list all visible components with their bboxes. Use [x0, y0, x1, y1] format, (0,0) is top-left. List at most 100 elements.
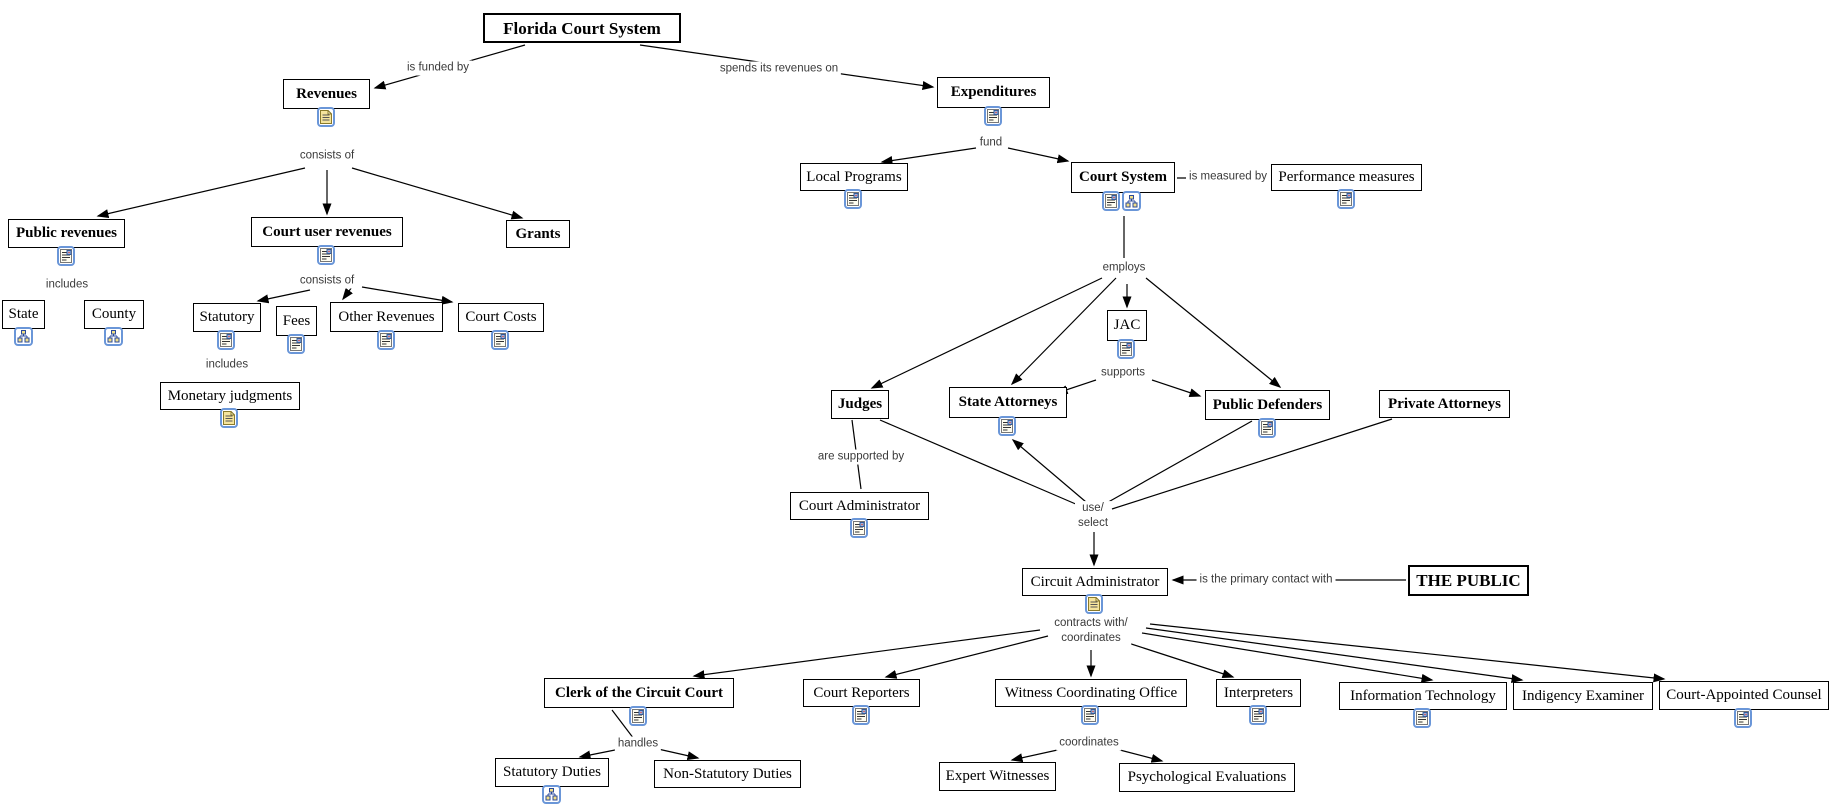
edge-line: [351, 167, 524, 220]
edge-line: [879, 419, 1079, 506]
image-resource-attachment-icon[interactable]: [851, 705, 870, 725]
edge-label-consists-of-revenues: consists of: [296, 148, 358, 164]
edge-line: [692, 629, 1041, 680]
node-circuit-administrator[interactable]: Circuit Administrator: [1022, 568, 1168, 596]
node-label: Information Technology: [1350, 687, 1496, 704]
edge-label-line: handles: [617, 737, 659, 750]
image-resource-attachment-icon[interactable]: [1257, 418, 1276, 438]
node-label: State Attorneys: [958, 394, 1058, 410]
edge-line: [1145, 277, 1282, 388]
image-resource-attachment-icon[interactable]: [1336, 189, 1355, 209]
node-court-system[interactable]: Court System: [1071, 162, 1175, 193]
node-grants[interactable]: Grants: [506, 220, 570, 248]
node-indigency-examiner[interactable]: Indigency Examiner: [1513, 682, 1653, 710]
text-note-attachment-icon[interactable]: [220, 408, 238, 428]
edge-label-line: is measured by: [1189, 170, 1267, 183]
node-court-administrator[interactable]: Court Administrator: [790, 492, 929, 520]
edge-label-is-the-primary-contact-with: is the primary contact with: [1196, 572, 1336, 588]
image-resource-attachment-icon[interactable]: [317, 245, 335, 265]
node-clerk-of-the-circuit-court[interactable]: Clerk of the Circuit Court: [544, 678, 734, 708]
attachment-icons: [316, 107, 335, 127]
node-the-public[interactable]: THE PUBLIC: [1408, 565, 1529, 596]
edge-line: [256, 289, 311, 304]
node-expert-witnesses[interactable]: Expert Witnesses: [939, 762, 1056, 791]
edge-line: [578, 748, 621, 760]
image-resource-attachment-icon[interactable]: [1248, 705, 1267, 725]
node-revenues[interactable]: Revenues: [283, 79, 370, 109]
node-statutory-duties[interactable]: Statutory Duties: [495, 758, 609, 787]
attachment-icons: [1085, 594, 1103, 614]
node-label: Interpreters: [1223, 684, 1294, 701]
node-fees[interactable]: Fees: [276, 306, 317, 336]
edge-line: [1007, 147, 1070, 164]
node-non-statutory-duties[interactable]: Non-Statutory Duties: [654, 760, 801, 788]
node-court-appointed-counsel[interactable]: Court-Appointed Counsel: [1659, 681, 1829, 710]
edge-label-includes-statutory: includes: [202, 357, 252, 373]
node-information-technology[interactable]: Information Technology: [1339, 682, 1507, 710]
edge-line: [361, 286, 454, 305]
node-county[interactable]: County: [84, 300, 144, 329]
image-resource-attachment-icon[interactable]: [376, 330, 395, 350]
node-court-reporters[interactable]: Court Reporters: [803, 679, 920, 707]
image-resource-attachment-icon[interactable]: [998, 416, 1016, 436]
node-state-attorneys[interactable]: State Attorneys: [949, 387, 1067, 418]
image-resource-attachment-icon[interactable]: [56, 246, 75, 266]
node-statutory[interactable]: Statutory: [193, 303, 261, 332]
node-judges[interactable]: Judges: [831, 390, 889, 419]
image-resource-attachment-icon[interactable]: [844, 189, 862, 209]
attachment-icons: [104, 327, 123, 346]
attachment-icons: [1081, 705, 1099, 725]
edge-label-line: employs: [1102, 261, 1146, 274]
image-resource-attachment-icon[interactable]: [217, 330, 235, 350]
node-performance-measures[interactable]: Performance measures: [1271, 164, 1422, 191]
image-resource-attachment-icon[interactable]: [1081, 705, 1099, 725]
node-state[interactable]: State: [2, 300, 45, 329]
node-court-costs[interactable]: Court Costs: [458, 303, 544, 332]
linked-map-attachment-icon[interactable]: [1122, 191, 1141, 211]
edge-line: [1145, 627, 1524, 684]
node-expenditures[interactable]: Expenditures: [937, 77, 1050, 108]
image-resource-attachment-icon[interactable]: [1117, 339, 1135, 359]
edge-label-line: includes: [45, 278, 89, 291]
edge-label-handles: handles: [614, 736, 662, 752]
node-public-revenues[interactable]: Public revenues: [8, 219, 125, 248]
attachment-icons: [56, 246, 75, 266]
edge-line: [342, 286, 353, 301]
image-resource-attachment-icon[interactable]: [849, 518, 868, 538]
edge-label-line: consists of: [299, 149, 355, 162]
image-resource-attachment-icon[interactable]: [1413, 708, 1431, 728]
image-resource-attachment-icon[interactable]: [1102, 191, 1120, 211]
node-private-attorneys[interactable]: Private Attorneys: [1379, 390, 1510, 418]
node-label: Public Defenders: [1212, 396, 1323, 413]
node-florida-court-system[interactable]: Florida Court System: [483, 13, 681, 43]
node-local-programs[interactable]: Local Programs: [800, 163, 908, 191]
edge-label-line: select: [1077, 517, 1109, 529]
attachment-icons: [220, 408, 238, 428]
node-label: Public revenues: [16, 225, 117, 241]
node-psychological-evaluations[interactable]: Psychological Evaluations: [1119, 763, 1295, 792]
node-jac[interactable]: JAC: [1107, 310, 1147, 341]
image-resource-attachment-icon[interactable]: [629, 706, 647, 726]
node-label: Fees: [282, 312, 311, 329]
node-monetary-judgments[interactable]: Monetary judgments: [160, 382, 300, 410]
edge-label-supports: supports: [1097, 365, 1149, 381]
node-label: Court-Appointed Counsel: [1666, 687, 1822, 703]
node-label: Non-Statutory Duties: [663, 765, 792, 782]
image-resource-attachment-icon[interactable]: [286, 334, 305, 354]
linked-map-attachment-icon[interactable]: [104, 327, 123, 346]
text-note-attachment-icon[interactable]: [1085, 594, 1103, 614]
image-resource-attachment-icon[interactable]: [491, 330, 509, 350]
image-resource-attachment-icon[interactable]: [983, 106, 1002, 126]
node-other-revenues[interactable]: Other Revenues: [330, 302, 443, 332]
node-witness-coordinating-office[interactable]: Witness Coordinating Office: [995, 679, 1187, 707]
linked-map-attachment-icon[interactable]: [542, 785, 561, 804]
image-resource-attachment-icon[interactable]: [1734, 708, 1752, 728]
linked-map-attachment-icon[interactable]: [13, 327, 33, 346]
edge-line: [1102, 420, 1253, 506]
text-note-attachment-icon[interactable]: [316, 107, 335, 127]
edge-line: [96, 167, 306, 219]
node-interpreters[interactable]: Interpreters: [1216, 679, 1301, 707]
node-court-user-revenues[interactable]: Court user revenues: [251, 217, 403, 247]
node-public-defenders[interactable]: Public Defenders: [1205, 390, 1330, 420]
edge-label-employs: employs: [1099, 260, 1149, 276]
